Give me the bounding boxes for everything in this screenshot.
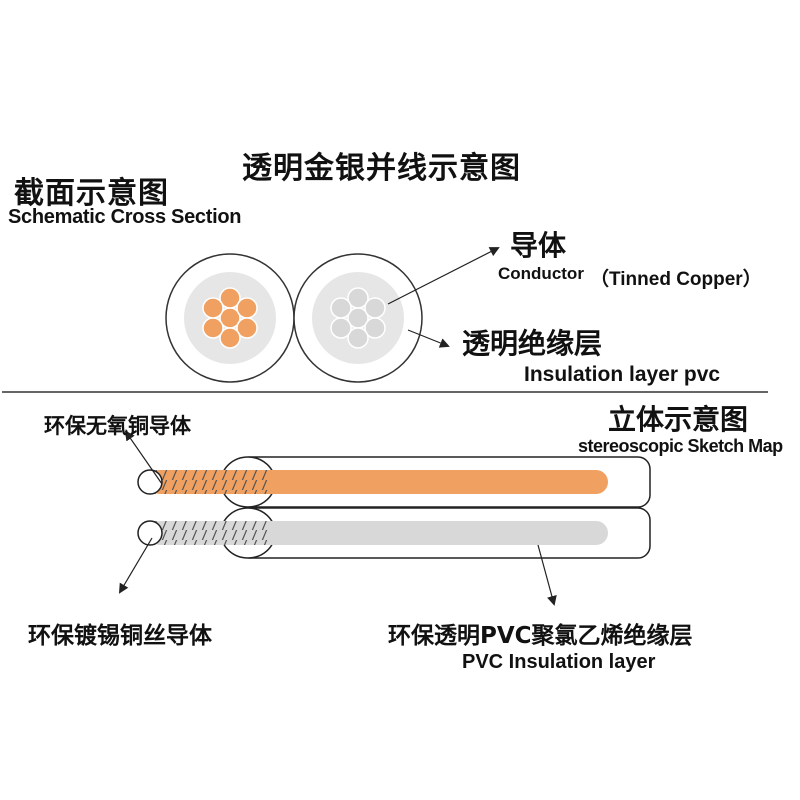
diagram-title: 透明金银并线示意图 — [242, 151, 521, 186]
conductor-label-zh: 导体 — [510, 229, 567, 262]
insulation-leader — [407, 329, 450, 348]
cross-section-tinned — [293, 253, 423, 383]
conductor-material: （Tinned Copper） — [590, 269, 762, 290]
pvc-layer-label-en: PVC Insulation layer — [462, 651, 656, 673]
tinned-conductor-label: 环保镀锡铜丝导体 — [28, 623, 212, 649]
tinned-strands — [330, 287, 386, 349]
cross-section-label-en: Schematic Cross Section — [8, 206, 242, 228]
stereo-label-zh: 立体示意图 — [608, 403, 749, 436]
cross-section-label-zh: 截面示意图 — [14, 176, 169, 211]
pvc-layer-leader — [537, 544, 557, 606]
tinned-conductor-leader — [118, 537, 153, 594]
copper-strands — [202, 287, 258, 349]
insulation-label-en: Insulation layer pvc — [524, 363, 721, 386]
pvc-layer-label-zh: 环保透明PVC聚氯乙烯绝缘层 — [388, 623, 693, 649]
conductor-leader — [387, 247, 500, 305]
stereo-label-en: stereoscopic Sketch Map — [578, 436, 783, 456]
conductor-label-en: Conductor — [498, 264, 584, 283]
copper-conductor-label: 环保无氧铜导体 — [44, 414, 191, 438]
insulation-label-zh: 透明绝缘层 — [462, 327, 603, 360]
tinned-cable — [137, 507, 651, 559]
copper-cable — [137, 456, 651, 508]
cross-section-copper — [165, 253, 295, 383]
copper-conductor-leader — [124, 430, 163, 485]
